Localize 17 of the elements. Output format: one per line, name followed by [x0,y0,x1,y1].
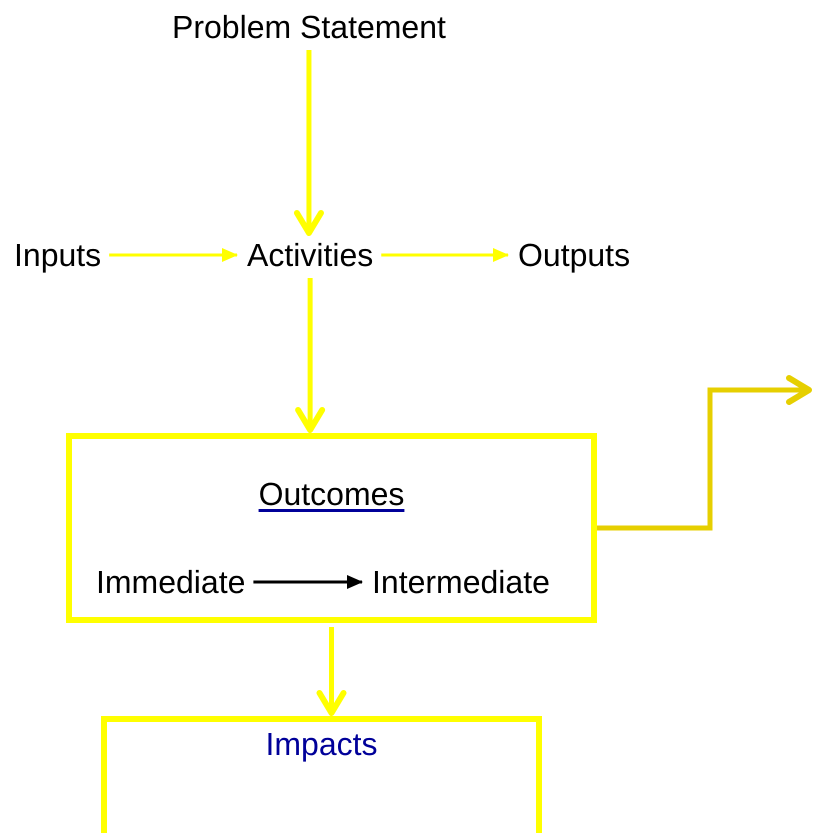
stage-label: Inputs [14,236,102,274]
stage-label: Activities [247,236,374,274]
arrow [381,248,509,262]
box-heading: Outcomes [258,475,404,513]
arrow [294,50,324,236]
arrow [316,627,346,716]
arrow [253,575,363,589]
stage-box [101,716,542,833]
arrow [597,375,812,530]
box-heading: Impacts [265,725,378,763]
stage-label: Problem Statement [172,8,446,46]
arrow [295,278,326,433]
arrow [109,248,238,262]
stage-label: Outputs [518,236,630,274]
stage-label: Intermediate [372,563,550,601]
stage-box [66,433,597,623]
stage-label: Immediate [96,563,246,601]
